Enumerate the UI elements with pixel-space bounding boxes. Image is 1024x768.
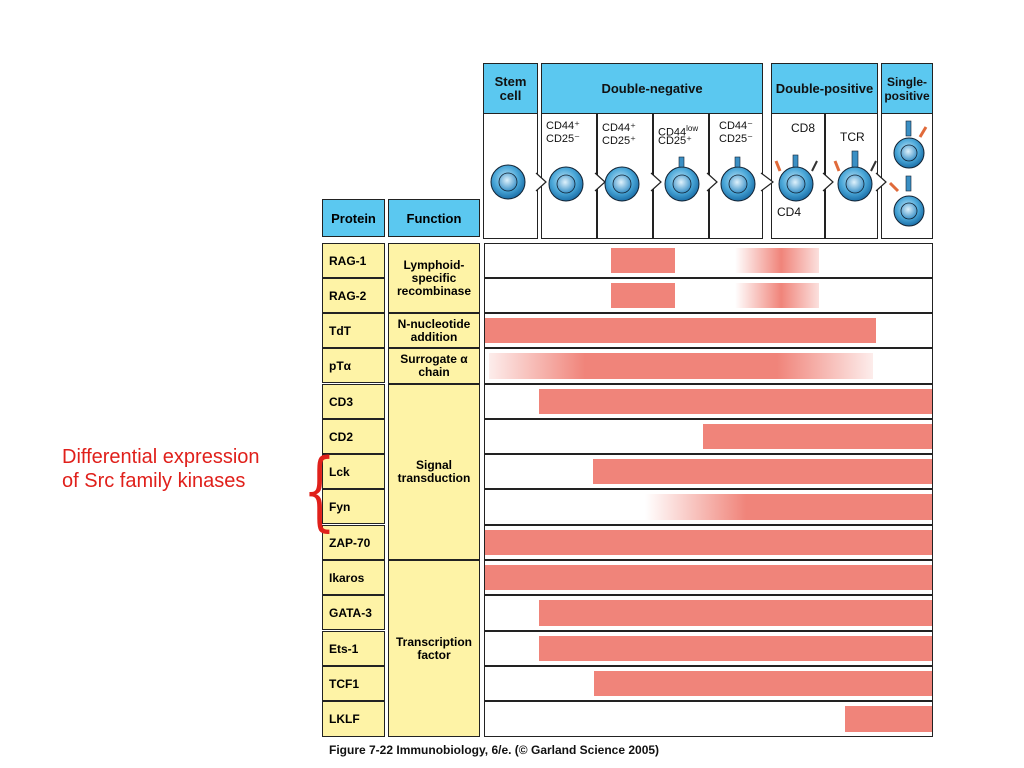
- bar-ets1: [539, 636, 932, 661]
- function-label-n-nucleotide: N-nucleotide addition: [388, 313, 480, 348]
- marker-dn3-low-sup: low: [686, 124, 699, 133]
- marker-dn3-cd25: CD25⁺: [658, 135, 692, 147]
- function-column-header: Function: [388, 199, 480, 237]
- expression-row-tcf1: [484, 666, 933, 701]
- expression-row-pta: [484, 348, 933, 384]
- expression-row-rag1: [484, 243, 933, 278]
- protein-label-rag2: RAG-2: [322, 278, 385, 313]
- protein-label-cd2: CD2: [322, 419, 385, 454]
- marker-cd4: CD4: [777, 205, 802, 219]
- bar-fyn: [645, 494, 932, 520]
- protein-label-pta: pTα: [322, 348, 385, 383]
- expression-row-ikaros: [484, 560, 933, 595]
- marker-dn4-cd44: CD44⁻: [719, 120, 753, 132]
- stage-header-double-negative: Double-negative: [541, 63, 763, 115]
- bar-rag1-dp: [735, 248, 819, 273]
- bar-gata3: [539, 600, 932, 626]
- bar-pta: [489, 353, 873, 379]
- bar-lklf: [845, 706, 932, 732]
- protein-label-ikaros: Ikaros: [322, 560, 385, 595]
- bar-tcf1: [594, 671, 932, 696]
- function-label-transcription: Transcription factor: [388, 560, 480, 737]
- protein-label-ets1: Ets-1: [322, 631, 385, 666]
- marker-dn4-cd25: CD25⁻: [719, 133, 753, 145]
- marker-dn1-cd44: CD44⁺: [546, 120, 580, 132]
- expression-row-lklf: [484, 701, 933, 737]
- expression-row-fyn: [484, 489, 933, 525]
- expression-row-rag2: [484, 278, 933, 313]
- annotation-text: Differential expression of Src family ki…: [62, 446, 260, 492]
- marker-cd8: CD8: [791, 121, 816, 135]
- expression-row-cd3: [484, 384, 933, 419]
- curly-brace: {: [302, 441, 336, 541]
- bar-ikaros: [485, 565, 932, 590]
- bar-cd2: [703, 424, 932, 449]
- marker-dn3-cd44-text: CD44: [658, 126, 687, 139]
- expression-row-ets1: [484, 631, 933, 666]
- expression-row-gata3: [484, 595, 933, 631]
- thymocyte-cells: [490, 120, 928, 227]
- protein-label-zap70: ZAP-70: [322, 525, 385, 560]
- figure-caption: Figure 7-22 Immunobiology, 6/e. (© Garla…: [329, 743, 660, 757]
- function-label-surrogate: Surrogate α chain: [388, 348, 480, 384]
- expression-row-lck: [484, 454, 933, 489]
- expression-row-cd2: [484, 419, 933, 454]
- marker-dn2-cd44: CD44⁺: [602, 122, 636, 134]
- function-label-signal: Signal transduction: [388, 384, 480, 560]
- expression-row-tdt: [484, 313, 933, 348]
- protein-column-header: Protein: [322, 199, 385, 237]
- bar-rag1-dn: [611, 248, 675, 273]
- bar-rag2-dp: [735, 283, 819, 308]
- protein-label-gata3: GATA-3: [322, 595, 385, 630]
- cell-diagram: [490, 120, 928, 227]
- marker-dn1-cd25: CD25⁻: [546, 133, 580, 145]
- protein-label-rag1: RAG-1: [322, 243, 385, 278]
- marker-dn3-cd44: CD44low: [658, 123, 698, 139]
- stage-header-double-positive: Double-positive: [771, 63, 878, 115]
- bar-lck: [593, 459, 932, 484]
- bar-rag2-dn: [611, 283, 675, 308]
- protein-label-cd3: CD3: [322, 384, 385, 419]
- protein-label-tcf1: TCF1: [322, 666, 385, 701]
- bar-zap70: [485, 530, 932, 555]
- protein-label-lck: Lck: [322, 454, 385, 489]
- function-label-recombinase: Lymphoid-specific recombinase: [388, 243, 480, 313]
- stage-header-single-positive: Single-positive: [881, 63, 933, 115]
- stage-header-stem: Stem cell: [483, 63, 538, 115]
- protein-label-lklf: LKLF: [322, 701, 385, 737]
- marker-tcr: TCR: [840, 130, 865, 144]
- protein-label-fyn: Fyn: [322, 489, 385, 524]
- marker-dn2-cd25: CD25⁺: [602, 135, 636, 147]
- bar-tdt: [485, 318, 876, 343]
- expression-row-zap70: [484, 525, 933, 560]
- bar-cd3: [539, 389, 932, 414]
- stage-arrows: [535, 172, 887, 192]
- protein-label-tdt: TdT: [322, 313, 385, 348]
